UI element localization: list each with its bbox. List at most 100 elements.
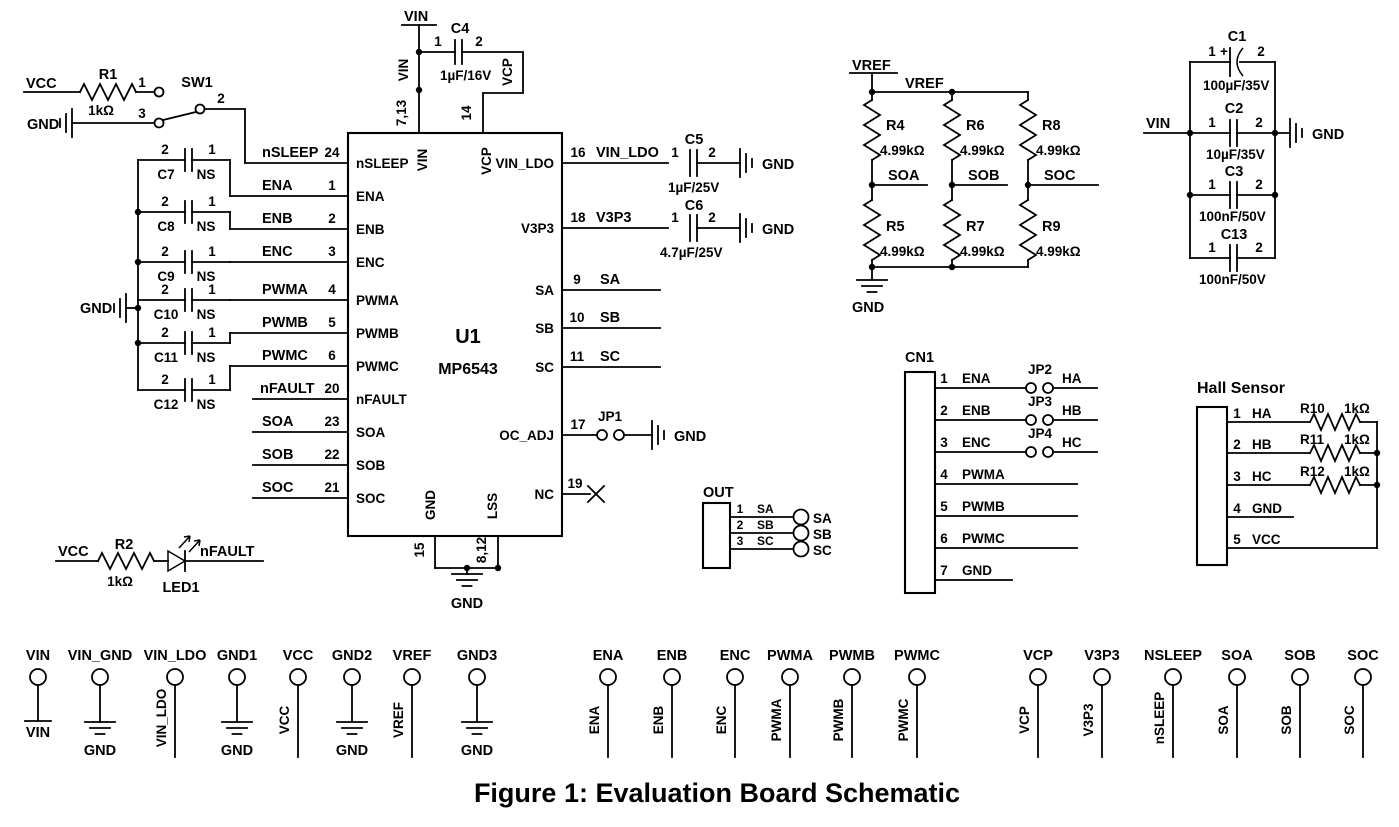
ic-pin-name: SC <box>535 360 554 375</box>
cap-pin1: 1 <box>208 142 216 157</box>
net-label-vin-vertical: VIN <box>396 59 411 82</box>
net-label-hb: HB <box>1062 403 1082 418</box>
ic-pin-name: PWMB <box>356 326 399 341</box>
jumper-pad <box>1025 382 1037 394</box>
ref-jp2: JP2 <box>1028 362 1052 377</box>
net-label: VREF <box>391 702 406 738</box>
cap-pin1: 1 <box>208 325 216 340</box>
pin-number-14: 14 <box>459 105 474 121</box>
ref-r4: R4 <box>886 118 905 134</box>
c6-pin1: 1 <box>671 210 679 225</box>
net-label: SB <box>600 310 620 326</box>
net-label: SOC <box>1342 705 1357 735</box>
testpoint-pad <box>468 668 486 686</box>
net-label-soc: SOC <box>1044 168 1076 184</box>
net-label: VCC <box>277 706 292 735</box>
ref-r1: R1 <box>99 67 118 83</box>
gnd-symbol <box>739 213 753 243</box>
value-c2: 10µF/35V <box>1206 147 1265 162</box>
gnd-symbol <box>84 721 116 735</box>
testpoint-pad <box>1354 668 1372 686</box>
testpoint-label: GND2 <box>332 648 372 664</box>
net-label-gnd: GND <box>1312 127 1344 143</box>
net-label-gnd: GND <box>762 222 794 238</box>
testpoint-label: ENC <box>720 648 751 664</box>
pin-number: 19 <box>567 476 582 491</box>
net-label: ENA <box>262 178 293 194</box>
net-label: ENA <box>962 371 991 386</box>
ic-pin-name: SOB <box>356 458 386 473</box>
pin-number: 9 <box>573 272 581 287</box>
ic-pin-gnd: GND <box>423 490 438 520</box>
testpoint-label: VIN <box>26 648 50 664</box>
net-label: VIN <box>26 725 50 741</box>
pin-number: 5 <box>1233 532 1241 547</box>
pin-number: 20 <box>324 381 339 396</box>
net-label-vref: VREF <box>852 58 891 74</box>
ic-pin-name: NC <box>535 487 555 502</box>
net-label: PWMB <box>831 698 846 741</box>
c13-pin1: 1 <box>1208 240 1216 255</box>
ic-pin-name: SB <box>535 321 554 336</box>
net-label-gnd: GND <box>27 117 59 133</box>
net-label-ha: HA <box>1062 371 1082 386</box>
testpoint-pad <box>1093 668 1111 686</box>
value-c7: NS <box>197 167 216 182</box>
pin-number: 10 <box>569 310 584 325</box>
c5-pin1: 1 <box>671 145 679 160</box>
value-c9: NS <box>197 269 216 284</box>
ic-pin-name: SOA <box>356 425 386 440</box>
ref-r6: R6 <box>966 118 985 134</box>
value-r8: 4.99kΩ <box>1036 143 1081 158</box>
gnd-symbol <box>59 108 73 138</box>
net-label: HB <box>1252 437 1272 452</box>
resistor-r1 <box>78 81 138 103</box>
resistor-r10 <box>1308 411 1362 433</box>
value-c11: NS <box>197 350 216 365</box>
ic-pin-lss: LSS <box>485 493 500 519</box>
ref-r9: R9 <box>1042 219 1061 235</box>
cap-pin2: 2 <box>161 282 169 297</box>
cap-pin2: 2 <box>161 325 169 340</box>
pin-number: 6 <box>328 348 336 363</box>
testpoint-pad <box>403 668 421 686</box>
pad-label: SA <box>813 511 832 526</box>
pin-number: 5 <box>328 315 336 330</box>
ref-c7: C7 <box>157 167 174 182</box>
c6-pin2: 2 <box>708 210 716 225</box>
testpoint-label: PWMA <box>767 648 813 664</box>
net-label: PWMB <box>962 499 1005 514</box>
pin-number: 1 <box>940 371 948 386</box>
ic-pin-name: ENC <box>356 255 385 270</box>
net-label-gnd: GND <box>80 301 112 317</box>
net-label: ENB <box>262 211 293 227</box>
pin-number-8-12: 8,12 <box>474 537 489 563</box>
testpoint-label: SOA <box>1221 648 1253 664</box>
ref-c5: C5 <box>685 132 704 148</box>
net-label-gnd: GND <box>221 743 253 759</box>
ref-cn1: CN1 <box>905 350 934 366</box>
testpoints-row: VIN VIN VIN_GND GND VIN_LDO VIN_LDO GND1… <box>24 648 1379 759</box>
testpoint-pad <box>599 668 617 686</box>
net-label: SB <box>757 518 774 532</box>
net-label: SOB <box>1279 705 1294 735</box>
ref-c11: C11 <box>154 350 179 365</box>
gnd-symbol <box>221 721 253 735</box>
cap-pin1: 1 <box>208 372 216 387</box>
pin-number: 1 <box>737 502 744 516</box>
net-label: VCC <box>1252 532 1281 547</box>
testpoint-label: ENA <box>593 648 624 664</box>
value-r2: 1kΩ <box>107 574 133 589</box>
pad-label: SB <box>813 527 832 542</box>
jumper-pad <box>613 429 625 441</box>
ic-ref: U1 <box>455 326 481 348</box>
pin-number-15: 15 <box>412 542 427 558</box>
sw1-pin3-number: 3 <box>138 106 146 121</box>
pin-number: 11 <box>570 349 585 364</box>
value-r7: 4.99kΩ <box>960 244 1005 259</box>
testpoint-label: GND1 <box>217 648 257 664</box>
testpoint-pad <box>663 668 681 686</box>
pin-number: 23 <box>324 414 340 429</box>
jumper-pad <box>1025 414 1037 426</box>
